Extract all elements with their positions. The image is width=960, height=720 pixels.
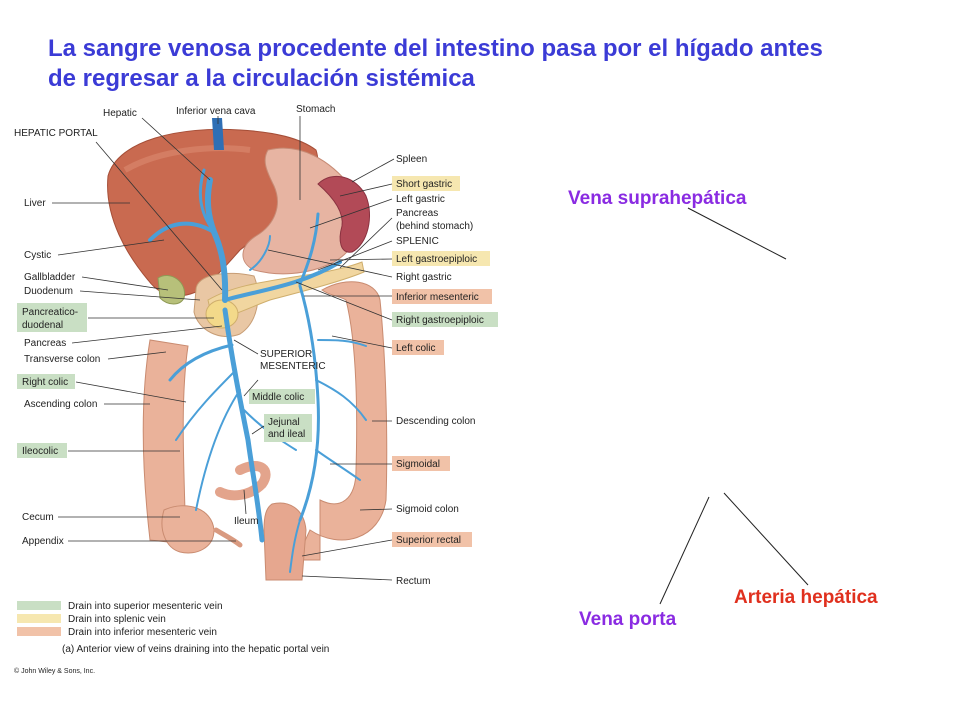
- title-line-2: de regresar a la circulación sistémica: [48, 65, 475, 92]
- label-pancreatico-duodenal-2: duodenal: [22, 320, 63, 331]
- label-jejunal-1: Jejunal: [268, 417, 300, 428]
- label-rectum: Rectum: [396, 576, 430, 587]
- title-line-1: La sangre venosa procedente del intestin…: [48, 35, 823, 62]
- label-middle-colic: Middle colic: [252, 392, 304, 403]
- legend-superior: Drain into superior mesenteric vein: [68, 601, 223, 612]
- label-pancreas: Pancreas: [24, 338, 66, 349]
- descending-colon-shape: [295, 281, 388, 561]
- inferior-vena-cava-shape: [212, 118, 224, 150]
- callout-line-arteria: [723, 492, 809, 586]
- label-cecum: Cecum: [22, 512, 54, 523]
- rectum-shape: [263, 502, 307, 581]
- spleen-shape: [317, 175, 370, 253]
- callout-vena-porta: Vena porta: [579, 609, 677, 630]
- label-jejunal-2: and ileal: [268, 429, 305, 440]
- label-pancreas-behind-1: Pancreas: [396, 208, 438, 219]
- leader-lines: [52, 116, 395, 581]
- copyright-text: © John Wiley & Sons, Inc.: [14, 667, 95, 675]
- label-spleen: Spleen: [396, 154, 427, 165]
- callout-line-suprahepatica: [687, 207, 787, 260]
- label-splenic: SPLENIC: [396, 236, 439, 247]
- legend-swatch-yellow: [17, 614, 61, 623]
- figure-caption: (a) Anterior view of veins draining into…: [62, 644, 329, 655]
- callout-vena-suprahepatica: Vena suprahepática: [568, 188, 747, 209]
- label-pancreatico-duodenal-1: Pancreatico-: [22, 307, 78, 318]
- label-inferior-mesenteric: Inferior mesenteric: [396, 292, 479, 303]
- label-short-gastric: Short gastric: [396, 179, 452, 190]
- portal-venous-tree: [148, 168, 367, 573]
- label-inferior-vena-cava: Inferior vena cava: [176, 106, 256, 117]
- legend-inferior: Drain into inferior mesenteric vein: [68, 627, 217, 638]
- label-ileum: Ileum: [234, 516, 258, 527]
- legend-swatch-green: [17, 601, 61, 610]
- label-right-gastric: Right gastric: [396, 272, 452, 283]
- label-left-colic: Left colic: [396, 343, 435, 354]
- label-hepatic: Hepatic: [103, 108, 137, 119]
- label-transverse-colon: Transverse colon: [24, 354, 100, 365]
- label-appendix: Appendix: [22, 536, 64, 547]
- label-sigmoid-colon: Sigmoid colon: [396, 504, 459, 515]
- label-color-boxes: [17, 176, 498, 547]
- label-gallbladder: Gallbladder: [24, 272, 76, 283]
- label-superior-mesenteric-2: MESENTERIC: [260, 361, 326, 372]
- callouts: Vena suprahepática Vena porta Arteria he…: [568, 188, 878, 630]
- label-stomach: Stomach: [296, 104, 335, 115]
- label-ileocolic: Ileocolic: [22, 446, 58, 457]
- ileum-shape: [215, 461, 271, 501]
- label-pancreas-behind-2: (behind stomach): [396, 221, 473, 232]
- callout-arteria-hepatica: Arteria hepática: [734, 587, 878, 608]
- legend: Drain into superior mesenteric vein Drai…: [14, 601, 329, 675]
- label-cystic: Cystic: [24, 250, 51, 261]
- cecum-shape: [161, 505, 215, 554]
- label-right-gastroepiploic: Right gastroepiploic: [396, 315, 484, 326]
- label-left-gastric: Left gastric: [396, 194, 445, 205]
- label-left-gastroepiploic: Left gastroepiploic: [396, 254, 477, 265]
- label-hepatic-portal: HEPATIC PORTAL: [14, 128, 98, 139]
- gallbladder-shape: [157, 275, 186, 305]
- label-superior-mesenteric-1: SUPERIOR: [260, 349, 312, 360]
- legend-swatch-salmon: [17, 627, 61, 636]
- label-liver: Liver: [24, 198, 46, 209]
- label-right-colic: Right colic: [22, 377, 68, 388]
- label-sigmoidal: Sigmoidal: [396, 459, 440, 470]
- appendix-shape: [213, 527, 243, 548]
- label-descending-colon: Descending colon: [396, 416, 476, 427]
- slide-title: La sangre venosa procedente del intestin…: [48, 34, 928, 94]
- label-superior-rectal: Superior rectal: [396, 535, 461, 546]
- label-ascending-colon: Ascending colon: [24, 399, 97, 410]
- label-duodenum: Duodenum: [24, 286, 73, 297]
- anatomy-labels: Hepatic Inferior vena cava Stomach HEPAT…: [14, 104, 484, 587]
- anatomy-illustration: [107, 118, 388, 581]
- pancreas-shape: [207, 261, 365, 319]
- legend-splenic: Drain into splenic vein: [68, 614, 166, 625]
- callout-line-porta: [659, 496, 710, 605]
